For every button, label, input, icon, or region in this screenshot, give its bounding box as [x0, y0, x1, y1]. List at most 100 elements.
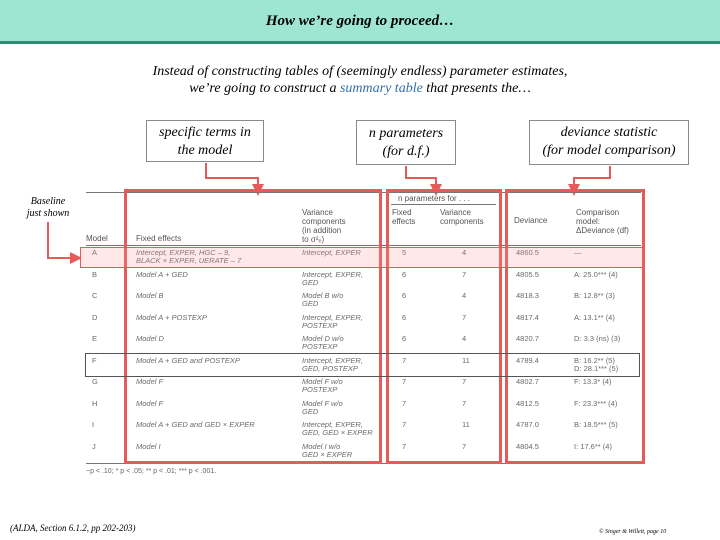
row-b-model: B	[92, 269, 98, 279]
table-rule-header	[86, 245, 641, 246]
row-b-nv: 7	[462, 269, 467, 279]
row-f-var2: GED, POSTEXP	[302, 363, 358, 373]
row-b-var1: Intercept, EXPER,	[302, 269, 363, 279]
baseline-note-line-2: just shown	[26, 208, 70, 219]
row-j-cmp1: I: 17.6** (4)	[574, 441, 612, 451]
row-f-var1: Intercept, EXPER,	[302, 355, 363, 365]
params-column-highlight	[386, 189, 502, 464]
row-j-model: J	[92, 441, 96, 451]
row-j-var2: GED × EXPER	[302, 449, 353, 459]
row-e-model: E	[92, 334, 98, 343]
row-g-nf: 7	[402, 377, 407, 386]
row-j-nv: 7	[462, 441, 467, 451]
row-a-model: A	[92, 248, 98, 257]
intro-line-1: Instead of constructing tables of (seemi…	[152, 64, 568, 79]
row-c-dev: 4818.3	[516, 291, 539, 300]
deviance-column-highlight	[505, 189, 645, 464]
header-comparison-line-2: model:	[576, 217, 601, 226]
arrow-terms	[205, 163, 264, 196]
terms-label-box: specific terms in the model	[146, 120, 264, 162]
header-n-fixed-line-1: Fixed	[392, 208, 412, 217]
row-h-model: H	[92, 398, 98, 408]
row-c-var1: Model B w/o	[302, 291, 344, 300]
row-g-var1: Model F w/o	[302, 377, 343, 386]
row-e-cmp1: D: 3.3 (ns) (3)	[574, 334, 621, 343]
row-c-cmp1: B: 12.8** (3)	[574, 291, 615, 300]
row-b-nf: 6	[402, 269, 407, 279]
row-f-dev: 4789.4	[516, 355, 539, 365]
row-d-nf: 6	[402, 312, 407, 322]
copyright-page: © Singer & Willett, page 10	[599, 529, 667, 535]
row-i-fixed1: Model A + GED and GED × EXPER	[136, 420, 255, 429]
row-i-var1: Intercept, EXPER,	[302, 420, 363, 429]
row-a-var1: Intercept, EXPER	[302, 248, 361, 257]
row-a-nv: 4	[462, 248, 467, 257]
row-d-model: D	[92, 312, 98, 322]
row-i-dev: 4787.0	[516, 420, 539, 429]
intro-line-2-pre: we’re going to construct a	[189, 81, 340, 96]
terms-label-line-1: specific terms in	[159, 125, 251, 140]
row-g-var2: POSTEXP	[302, 385, 338, 394]
row-g-model: G	[92, 377, 98, 386]
header-variance-line-1: Variance	[302, 208, 333, 217]
row-b-fixed1: Model A + GED	[136, 269, 188, 279]
terms-label-line-2: the model	[177, 143, 233, 158]
row-a-dev: 4860.5	[516, 248, 539, 257]
params-label-box: n parameters (for d.f.)	[356, 120, 456, 165]
header-model: Model	[86, 234, 108, 243]
row-e-nf: 6	[402, 334, 407, 343]
row-d-var2: POSTEXP	[302, 320, 338, 330]
header-comparison: Comparison model: ΔDeviance (df)	[576, 208, 629, 235]
header-n-variance: Variance components	[440, 208, 484, 226]
row-g-dev: 4802.7	[516, 377, 539, 386]
slide-title: How we’re going to proceed…	[265, 13, 455, 29]
header-variance-line-3: (in addition	[302, 226, 342, 235]
row-g-fixed1: Model F	[136, 377, 164, 386]
arrow-deviance	[568, 166, 611, 196]
intro-line-2: we’re going to construct a summary table…	[60, 80, 660, 97]
row-d-dev: 4817.4	[516, 312, 539, 322]
row-f-nv: 11	[462, 355, 470, 365]
row-h-dev: 4812.5	[516, 398, 539, 408]
row-h-var1: Model F w/o	[302, 398, 343, 408]
row-a-cmp1: —	[574, 248, 582, 257]
row-j-var1: Model I w/o	[302, 441, 341, 451]
row-e-fixed1: Model D	[136, 334, 164, 343]
row-h-fixed1: Model F	[136, 398, 164, 408]
row-i-model: I	[92, 420, 95, 429]
intro-text: Instead of constructing tables of (seemi…	[60, 63, 660, 97]
row-c-nf: 6	[402, 291, 407, 300]
row-f-cmp2: D: 28.1*** (5)	[574, 363, 619, 373]
row-j-fixed1: Model I	[136, 441, 161, 451]
summary-table: n parameters for . . . Variance componen…	[86, 188, 646, 478]
baseline-note: Baseline just shown	[22, 196, 74, 220]
row-e-var1: Model D w/o	[302, 334, 344, 343]
row-g-cmp1: F: 13.3* (4)	[574, 377, 612, 386]
header-n-fixed: Fixed effects	[392, 208, 415, 226]
header-comparison-line-3: ΔDeviance (df)	[576, 226, 629, 235]
source-citation: (ALDA, Section 6.1.2, pp 202-203)	[10, 523, 136, 533]
row-j-nf: 7	[402, 441, 407, 451]
deviance-label-box: deviance statistic (for model comparison…	[529, 120, 689, 165]
row-e-nv: 4	[462, 334, 467, 343]
row-b-cmp1: A: 25.0*** (4)	[574, 269, 618, 279]
header-n-variance-line-1: Variance	[440, 208, 471, 217]
row-e-var2: POSTEXP	[302, 342, 338, 351]
n-params-group-header: n parameters for . . .	[398, 194, 471, 203]
arrow-params	[405, 166, 442, 196]
row-e-dev: 4820.7	[516, 334, 539, 343]
row-h-cmp1: F: 23.3*** (4)	[574, 398, 618, 408]
deviance-label-line-2: (for model comparison)	[542, 143, 676, 158]
row-b-dev: 4805.5	[516, 269, 539, 279]
header-variance: Variance components (in addition to σ²ₑ)	[302, 208, 346, 244]
header-deviance: Deviance	[514, 216, 548, 225]
table-footnote: ~p < .10; * p < .05; ** p < .01; *** p <…	[86, 468, 217, 475]
row-i-cmp1: B: 18.5*** (5)	[574, 420, 618, 429]
row-f-cmp1: B: 16.2** (5)	[574, 355, 615, 365]
header-n-variance-line-2: components	[440, 217, 484, 226]
header-variance-line-4: to σ²ₑ)	[302, 235, 325, 244]
row-i-var2: GED, GED × EXPER	[302, 428, 373, 437]
row-f-fixed1: Model A + GED and POSTEXP	[136, 355, 240, 365]
row-h-nf: 7	[402, 398, 407, 408]
model-f-row-outline	[85, 353, 640, 377]
